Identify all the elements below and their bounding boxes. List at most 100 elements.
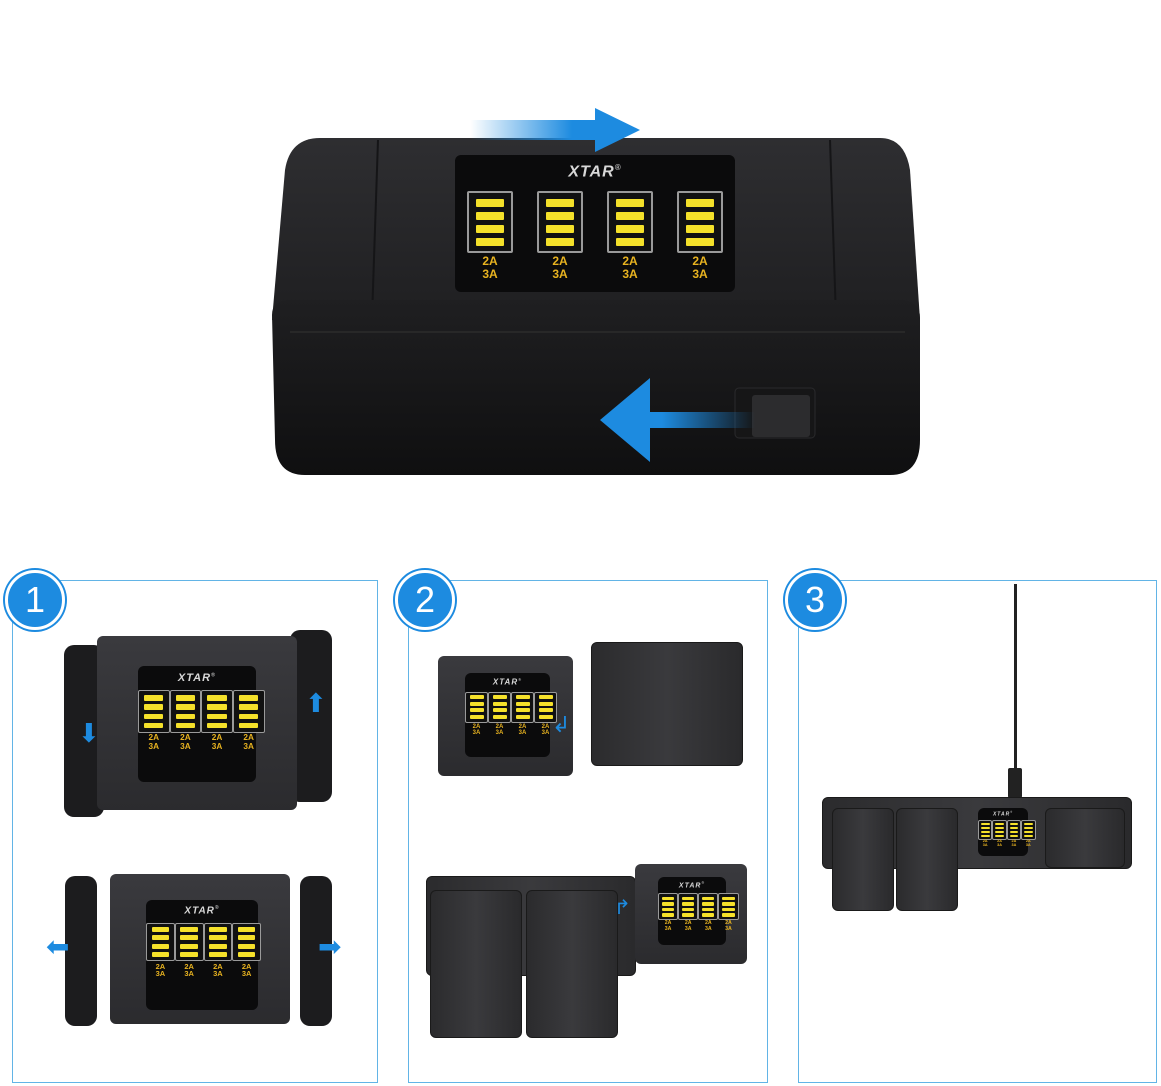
charge-bar (237, 951, 256, 957)
charge-bar (682, 896, 695, 901)
charge-bar (144, 695, 164, 701)
charge-bar (538, 708, 553, 713)
charge-bar (682, 913, 695, 917)
current-label-2a: 2A (622, 254, 638, 269)
current-label-3a: 3A (184, 969, 194, 979)
charge-bar (661, 907, 675, 912)
battery-pack (526, 890, 618, 1038)
charge-bar (237, 943, 256, 949)
battery-icon (607, 191, 653, 254)
side-rail-right (300, 876, 332, 1026)
charge-bar (515, 708, 530, 713)
current-label-3a: 3A (180, 742, 191, 752)
charge-bar (151, 943, 170, 949)
charge-bar (180, 927, 198, 933)
battery-icon (718, 893, 739, 921)
charge-bar (661, 896, 675, 901)
battery-icon (232, 922, 261, 962)
charge-bar (476, 211, 504, 220)
charge-bar (702, 907, 715, 912)
battery-icon (534, 691, 557, 723)
charge-bar (682, 902, 695, 906)
charge-bar (175, 695, 196, 701)
charge-bar (209, 935, 227, 941)
brand-text: XTAR (678, 881, 702, 889)
current-label-3a: 3A (1011, 843, 1017, 848)
current-label-3a: 3A (1025, 843, 1031, 848)
current-label-3a: 3A (704, 925, 712, 932)
charge-bar (980, 830, 990, 834)
current-label-2a: 2A (997, 839, 1002, 844)
charge-bar (515, 695, 530, 700)
battery-icon (511, 691, 534, 723)
charge-bar (239, 713, 259, 719)
charge-bar (538, 714, 553, 719)
charge-bar (1009, 822, 1019, 826)
charge-bar (1023, 830, 1033, 834)
charge-bar (995, 834, 1004, 838)
battery-pack (430, 890, 522, 1038)
charge-bar (492, 708, 507, 713)
battery-icon (201, 690, 233, 733)
brand-logo: XTAR® (679, 881, 705, 889)
current-label-2a: 2A (148, 733, 160, 743)
current-label-2a: 2A (241, 961, 252, 971)
arrow-insert-icon: ↱ (614, 897, 631, 919)
brand-logo: XTAR® (568, 163, 621, 181)
battery-icon (138, 690, 170, 733)
battery-icon (978, 820, 993, 840)
battery-icon (465, 691, 488, 723)
battery-icon (1021, 820, 1036, 840)
charge-bar (702, 902, 715, 906)
charge-bar (546, 224, 574, 233)
charge-bar (175, 704, 196, 710)
charge-bar (515, 701, 530, 706)
current-label-2a: 2A (211, 733, 223, 743)
charge-bar (702, 896, 715, 901)
brand-logo: XTAR® (184, 905, 219, 916)
slide-right-arrow (470, 108, 640, 152)
charge-bar (239, 704, 259, 710)
charge-bar (546, 237, 574, 246)
charge-bar (686, 224, 714, 233)
charge-bar (492, 695, 507, 700)
step-number-3: 3 (785, 570, 845, 630)
current-label-2a: 2A (518, 723, 527, 730)
charge-bar (980, 834, 990, 838)
battery-icon (203, 922, 233, 962)
brand-text: XTAR (992, 811, 1011, 818)
current-label-2a: 2A (725, 920, 732, 927)
current-label-3a: 3A (541, 729, 550, 736)
current-label-3a: 3A (684, 925, 692, 932)
arrow-up-icon: ⬆ (305, 688, 327, 718)
current-label-3a: 3A (472, 729, 481, 736)
brand-logo: XTAR® (993, 811, 1013, 818)
battery-icon (1006, 820, 1022, 840)
arrow-right-icon: ➡ (318, 931, 342, 962)
current-label-2a: 2A (180, 733, 191, 743)
registered-mark: ® (211, 671, 217, 678)
current-label-3a: 3A (725, 925, 732, 932)
battery-icon (678, 893, 699, 921)
charge-bar (207, 713, 227, 719)
current-label-2a: 2A (184, 961, 194, 971)
current-label-2a: 2A (692, 254, 708, 269)
current-label-2a: 2A (664, 920, 672, 927)
side-rail-right (290, 630, 332, 802)
arrow-down-icon: ⬇ (78, 718, 100, 748)
